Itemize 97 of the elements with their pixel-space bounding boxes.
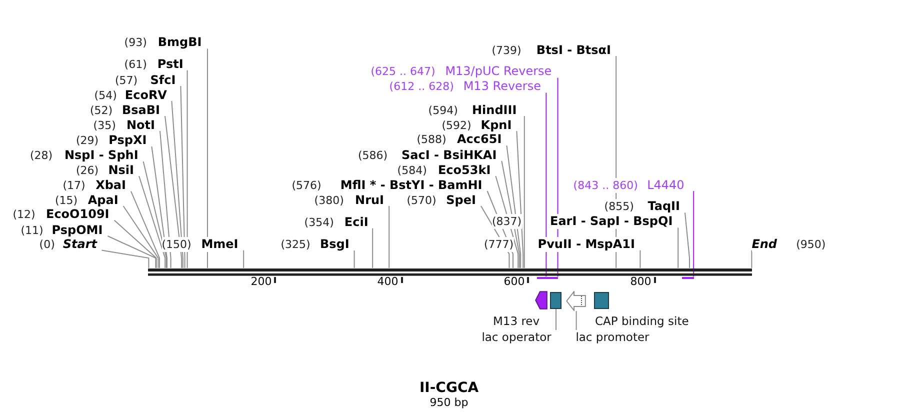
feature-label: CAP binding site (595, 314, 689, 328)
enzyme-name: NotI (126, 118, 155, 132)
leader-line (159, 130, 172, 268)
position-number: (93) (124, 35, 147, 50)
sequence-end-label: End (752, 236, 778, 252)
position-number: (592) (442, 118, 472, 132)
position-number: (15) (55, 192, 78, 208)
position-number: (837) (492, 214, 522, 230)
enzyme-name: ApaI (88, 192, 118, 208)
position-number: (0) (39, 236, 55, 252)
leader-line (693, 190, 694, 277)
enzyme-name: EcoRV (124, 88, 167, 102)
position-number: (584) (397, 162, 427, 178)
position-number: (54) (94, 88, 117, 102)
position-number: (588) (416, 132, 446, 147)
primer-name: L4440 (647, 178, 684, 192)
enzyme-name: MflI * - BstYI - BamHI (340, 178, 482, 192)
enzyme-name: KpnI (480, 118, 512, 132)
position-number: (26) (76, 162, 99, 178)
enzyme-name: SpeI (446, 192, 476, 208)
leader-line (206, 48, 208, 268)
leader-line (388, 206, 390, 268)
position-number: (777) (484, 236, 514, 252)
leader-line (186, 70, 188, 268)
leader-line (372, 228, 374, 268)
position-number: (35) (93, 118, 116, 132)
position-number: (52) (90, 102, 113, 118)
enzyme-name: Eco53kI (438, 162, 491, 178)
position-number: (594) (428, 102, 458, 118)
enzyme-name: PvuII - MspA1I (538, 236, 635, 252)
leader-line (130, 190, 160, 268)
enzyme-name: BsaBI (122, 102, 160, 118)
leader-line (101, 250, 150, 268)
primer-name: M13/pUC Reverse (445, 64, 552, 80)
enzyme-name: BsgI (320, 237, 350, 252)
enzyme-name: PspOMI (52, 222, 103, 238)
leader-line (678, 227, 679, 268)
position-number: (354) (304, 214, 334, 230)
position-number: (950) (796, 236, 826, 252)
enzyme-name: NspI - SphI (64, 148, 138, 163)
leader-line (243, 250, 244, 268)
scale-label: 600 (504, 275, 525, 289)
position-number: (625 .. 647) (370, 64, 436, 80)
position-number: (855) (604, 199, 634, 214)
leader-line (164, 116, 182, 268)
enzyme-name: NsiI (108, 162, 134, 178)
position-number: (325) (280, 237, 310, 252)
position-number: (17) (62, 178, 86, 193)
position-number: (61) (124, 56, 147, 72)
position-number: (586) (358, 148, 388, 162)
leader-line (171, 100, 184, 268)
feature-label: M13 rev (493, 314, 540, 328)
feature-label: lac promoter (576, 330, 650, 345)
map-title: II-CGCA (419, 380, 479, 396)
enzyme-name: BmgBI (158, 35, 202, 50)
position-number: (612 .. 628) (389, 79, 454, 94)
leader-line (640, 250, 641, 268)
position-number: (739) (492, 42, 522, 58)
leader-line (751, 250, 752, 268)
leader-line (122, 206, 159, 268)
enzyme-name: SfcI (150, 72, 176, 88)
enzyme-name: PspXI (108, 133, 147, 148)
enzyme-name: BtsI - BtsαI (536, 42, 611, 58)
leader-line (506, 145, 522, 268)
leader-line (138, 176, 166, 268)
position-number: (12) (12, 206, 36, 222)
scale-label: 200 (250, 275, 272, 289)
leader-line (576, 310, 577, 330)
position-number: (29) (76, 133, 99, 148)
position-number: (576) (292, 178, 322, 192)
leader-line (142, 161, 167, 268)
feature-label: lac operator (482, 330, 552, 345)
leader-line (546, 92, 547, 277)
sequence-length: 950 bp (430, 396, 468, 410)
position-number: (11) (20, 222, 44, 238)
position-number: (28) (30, 148, 53, 163)
position-number: (380) (314, 192, 344, 208)
position-number: (150) (162, 236, 192, 252)
leader-line (107, 236, 156, 268)
leader-line (180, 86, 186, 268)
leader-line (114, 220, 157, 268)
position-number: (843 .. 860) (573, 178, 638, 192)
enzyme-name: TaqII (648, 199, 680, 214)
leader-line (151, 146, 168, 268)
enzyme-name: MmeI (201, 236, 238, 252)
enzyme-name: NruI (355, 192, 384, 208)
leader-line (516, 130, 524, 268)
enzyme-name: SacI - BsiHKAI (402, 148, 497, 162)
enzyme-name: HindIII (472, 102, 517, 118)
leader-line (524, 116, 525, 268)
leader-line (354, 250, 355, 268)
scale-label: 400 (377, 275, 398, 289)
position-number: (570) (406, 192, 436, 208)
enzyme-name: EarI - SapI - BspQI (550, 214, 673, 230)
position-number: (57) (115, 72, 138, 88)
scale-label: 800 (630, 275, 652, 289)
leader-line (684, 212, 690, 268)
